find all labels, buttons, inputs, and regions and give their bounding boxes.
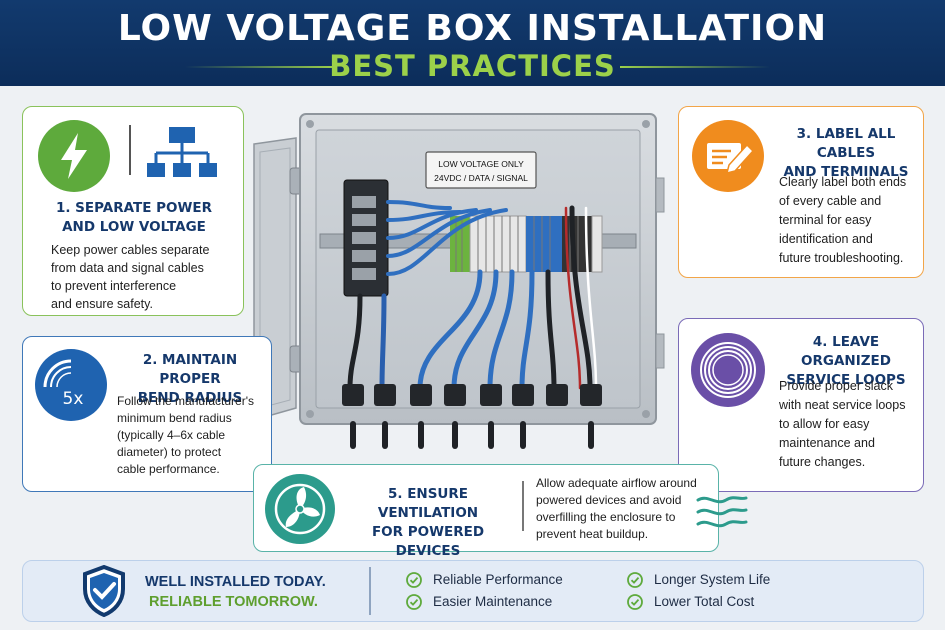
card-separate-power: 1. SEPARATE POWER AND LOW VOLTAGE Keep p… [22,106,244,316]
enclosure-label-line2: 24VDC / DATA / SIGNAL [434,173,528,183]
card1-body-line: Keep power cables separate [51,243,210,257]
bend-radius-icon: 5x [35,349,107,421]
card1-body-line: and ensure safety. [51,297,153,311]
card2-body-line: minimum bend radius [117,411,232,425]
card2-title-line2: BEND RADIUS [137,390,243,406]
edit-label-icon [692,120,764,192]
icon-divider [129,125,131,175]
card5-body-line: Allow adequate airflow around [536,476,697,490]
card2-title-line1: 2. MAINTAIN PROPER [142,352,238,387]
card4-title-line2: SERVICE LOOPS [786,372,906,388]
card5-body-line: overfilling the enclosure to [536,510,676,524]
bend-radius-icon-text: 5x [63,389,84,409]
card3-title-line2: AND TERMINALS [783,164,909,180]
card3-body-line: identification and [779,232,873,246]
card2-body-line: cable performance. [117,462,220,476]
card3-title-line1: 3. LABEL ALL CABLES [796,126,896,161]
card5-title-line2: FOR POWERED DEVICES [371,524,485,559]
footer-banner: WELL INSTALLED TODAY. RELIABLE TOMORROW.… [22,560,924,622]
fan-icon [265,474,335,544]
footer-divider [369,567,371,615]
card3-body-line: future troubleshooting. [779,251,904,265]
card-service-loops: 4. LEAVE ORGANIZED SERVICE LOOPS Provide… [678,318,924,492]
check-circle-icon [406,594,422,610]
benefit-item: Reliable Performance [433,572,563,587]
card4-body-line: Provide proper slack [779,379,893,393]
card5-body-line: prevent heat buildup. [536,527,649,541]
card2-body-line: (typically 4–6x cable [117,428,226,442]
enclosure-label-line1: LOW VOLTAGE ONLY [438,159,524,169]
shield-check-icon [83,565,125,617]
footer-slogan-line2: RELIABLE TOMORROW. [149,594,318,610]
page-title: LOW VOLTAGE BOX INSTALLATION [117,8,828,49]
card2-body-line: Follow the manufacturer's [117,394,255,408]
card4-body-line: to allow for easy [779,417,870,431]
check-circle-icon [627,572,643,588]
footer-slogan-line1: WELL INSTALLED TODAY. [145,574,326,590]
title-decoration-left [185,66,335,68]
card-bend-radius: 5x 2. MAINTAIN PROPER BEND RADIUS Follow… [22,336,272,492]
card3-body-line: of every cable and [779,194,882,208]
card5-body-line: powered devices and avoid [536,493,682,507]
check-circle-icon [627,594,643,610]
page-subtitle: BEST PRACTICES [329,49,616,83]
card4-body-line: with neat service loops [779,398,906,412]
card4-body-line: maintenance and [779,436,875,450]
card-ventilation: 5. ENSURE VENTILATION FOR POWERED DEVICE… [253,464,719,559]
lightning-icon [38,120,110,192]
enclosure-illustration: LOW VOLTAGE ONLY 24VDC / DATA / SIGNAL [253,113,665,449]
card1-body-line: to prevent interference [51,279,177,293]
card1-title-line2: AND LOW VOLTAGE [62,219,206,235]
card-label-cables: 3. LABEL ALL CABLES AND TERMINALS Clearl… [678,106,924,278]
card1-body-line: from data and signal cables [51,261,204,275]
header-banner: LOW VOLTAGE BOX INSTALLATION BEST PRACTI… [0,0,945,86]
benefit-item: Easier Maintenance [433,594,553,609]
benefit-item: Lower Total Cost [654,594,755,609]
card3-body-line: terminal for easy [779,213,872,227]
check-circle-icon [406,572,422,588]
network-icon [147,127,217,177]
card4-body-line: future changes. [779,455,866,469]
benefit-item: Longer System Life [654,572,771,587]
airflow-icon [696,496,748,528]
card5-title-line1: 5. ENSURE VENTILATION [377,486,479,521]
card1-title-line1: 1. SEPARATE POWER [55,200,213,216]
card2-body-line: diameter) to protect [117,445,222,459]
card5-divider [522,481,524,531]
title-decoration-right [620,66,770,68]
card4-title-line1: 4. LEAVE ORGANIZED [801,334,891,369]
coil-icon [691,333,765,407]
card3-body-line: Clearly label both ends [779,175,907,189]
